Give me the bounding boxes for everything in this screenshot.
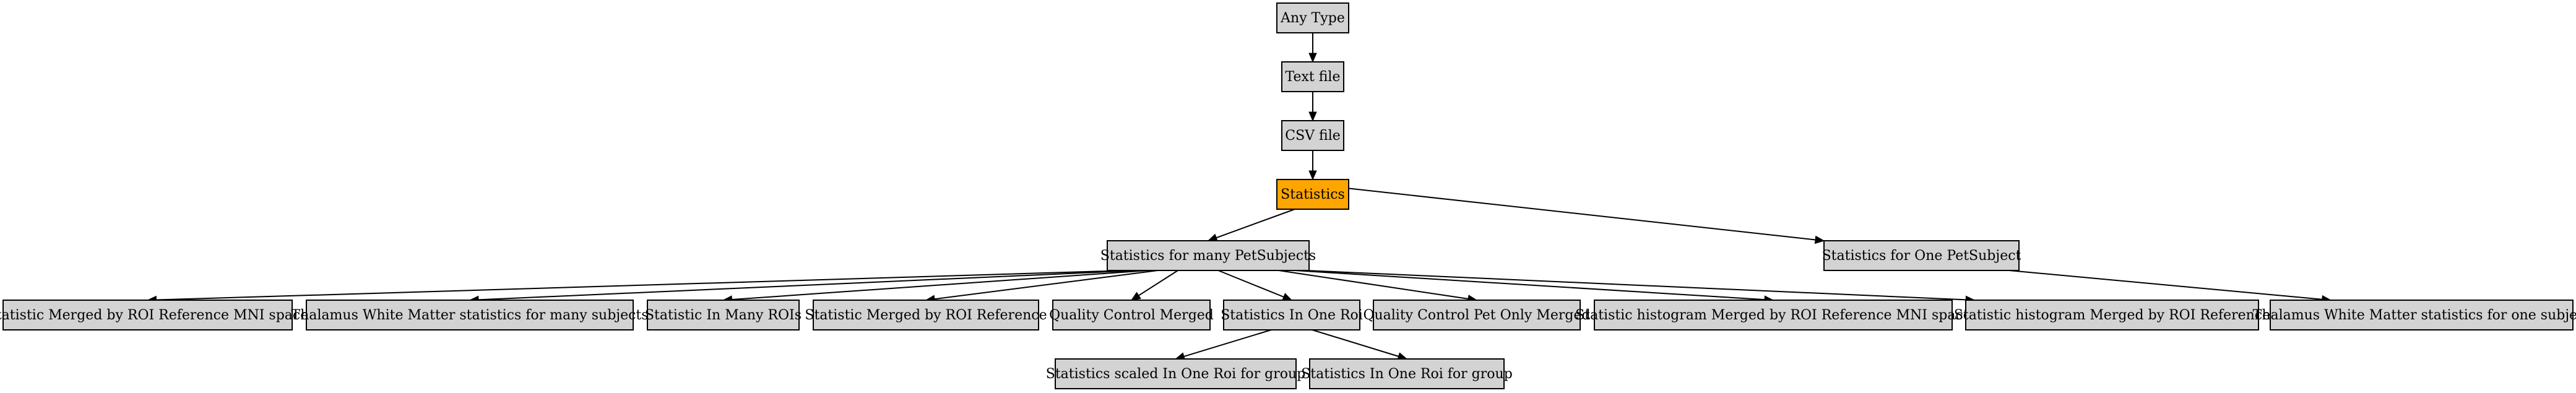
arrowhead-any_type-to-text_file <box>1308 53 1317 63</box>
node-box-stats_many_pet[interactable] <box>1107 240 1310 271</box>
node-stats_scaled_one_roi_group[interactable]: Statistics scaled In One Roi for group <box>1046 358 1305 389</box>
edge-stats_one_roi-to-stats_one_roi_group <box>1312 329 1399 357</box>
arrowhead-statistics-to-stats_one_pet <box>1814 235 1825 244</box>
edge-stats_many_pet-to-stats_one_roi <box>1217 270 1284 298</box>
edge-stats_many_pet-to-stat_merged_roi <box>934 270 1158 300</box>
node-box-stat_hist_merged_roi[interactable] <box>1965 300 2259 330</box>
edge-stats_many_pet-to-stat_hist_merged_roi_mni <box>1295 270 1765 301</box>
node-thalamus_wm_many[interactable]: Thalamus White Matter statistics for man… <box>291 300 649 330</box>
node-box-text_file[interactable] <box>1281 61 1344 92</box>
node-any_type[interactable]: Any Type <box>1276 2 1349 33</box>
node-stats_one_pet[interactable]: Statistics for One PetSubject <box>1822 240 2021 271</box>
node-box-stats_one_roi_group[interactable] <box>1309 358 1505 389</box>
node-stats_one_roi[interactable]: Statistics In One Roi <box>1221 300 1363 330</box>
edge-stats_one_pet-to-thalamus_wm_one <box>2009 270 2322 300</box>
node-stats_one_roi_group[interactable]: Statistics In One Roi for group <box>1301 358 1513 389</box>
node-label-thalamus_wm_one: Thalamus White Matter statistics for one… <box>2253 308 2576 323</box>
node-box-qc_pet_only_merged[interactable] <box>1373 300 1581 330</box>
edge-statistics-to-stats_many_pet <box>1216 209 1295 239</box>
node-box-statistics[interactable] <box>1276 179 1349 210</box>
arrowhead-stats_many_pet-to-qc_merged <box>1130 292 1141 301</box>
node-box-any_type[interactable] <box>1276 2 1349 33</box>
node-csv_file[interactable]: CSV file <box>1281 120 1344 151</box>
edge-stats_one_roi-to-stats_scaled_one_roi_group <box>1183 329 1272 357</box>
node-box-thalamus_wm_one[interactable] <box>2270 300 2574 330</box>
node-label-statistics: Statistics <box>1281 187 1345 202</box>
node-label-qc_merged: Quality Control Merged <box>1049 308 1214 323</box>
arrowhead-text_file-to-csv_file <box>1308 111 1317 122</box>
node-label-text_file: Text file <box>1286 69 1341 85</box>
node-label-stats_one_roi_group: Statistics In One Roi for group <box>1301 366 1513 382</box>
node-box-csv_file[interactable] <box>1281 120 1344 151</box>
node-label-any_type: Any Type <box>1280 11 1345 26</box>
node-label-stats_one_pet: Statistics for One PetSubject <box>1822 248 2021 264</box>
node-label-stat_merged_roi: Statistic Merged by ROI Reference <box>805 308 1047 323</box>
node-box-thalamus_wm_many[interactable] <box>306 300 634 330</box>
node-stat_hist_merged_roi_mni[interactable]: Statistic histogram Merged by ROI Refere… <box>1575 300 1971 330</box>
arrowhead-stats_many_pet-to-stats_one_roi <box>1282 293 1293 301</box>
node-box-stat_hist_merged_roi_mni[interactable] <box>1594 300 1953 330</box>
node-box-stats_one_pet[interactable] <box>1823 240 2020 271</box>
node-thalamus_wm_one[interactable]: Thalamus White Matter statistics for one… <box>2253 300 2576 330</box>
node-qc_merged[interactable]: Quality Control Merged <box>1049 300 1214 330</box>
edge-stats_many_pet-to-stat_hist_merged_roi <box>1305 270 1966 301</box>
node-stat_merged_roi[interactable]: Statistic Merged by ROI Reference <box>805 300 1047 330</box>
node-label-stats_many_pet: Statistics for many PetSubjects <box>1100 248 1316 264</box>
node-box-stat_merged_roi_mni[interactable] <box>2 300 293 330</box>
node-stat_many_rois[interactable]: Statistic In Many ROIs <box>645 300 802 330</box>
node-stat_merged_roi_mni[interactable]: Statistic Merged by ROI Reference MNI sp… <box>0 300 308 330</box>
node-stats_many_pet[interactable]: Statistics for many PetSubjects <box>1100 240 1316 271</box>
node-box-stats_scaled_one_roi_group[interactable] <box>1055 358 1297 389</box>
node-stat_hist_merged_roi[interactable]: Statistic histogram Merged by ROI Refere… <box>1954 300 2270 330</box>
edge-stats_many_pet-to-stat_merged_roi_mni <box>156 270 1128 301</box>
node-box-stat_many_rois[interactable] <box>647 300 800 330</box>
node-label-stat_merged_roi_mni: Statistic Merged by ROI Reference MNI sp… <box>0 308 308 323</box>
edge-statistics-to-stats_one_pet <box>1348 188 1816 241</box>
node-label-stat_hist_merged_roi_mni: Statistic histogram Merged by ROI Refere… <box>1575 308 1971 323</box>
arrowhead-csv_file-to-statistics <box>1308 170 1317 181</box>
node-label-stats_scaled_one_roi_group: Statistics scaled In One Roi for group <box>1046 366 1305 382</box>
node-label-stat_hist_merged_roi: Statistic histogram Merged by ROI Refere… <box>1954 308 2270 323</box>
edge-stats_many_pet-to-thalamus_wm_many <box>478 270 1138 301</box>
edge-stats_many_pet-to-qc_merged <box>1138 270 1178 296</box>
node-label-stats_one_roi: Statistics In One Roi <box>1221 308 1363 323</box>
node-label-qc_pet_only_merged: Quality Control Pet Only Merged <box>1363 308 1590 323</box>
edge-stats_many_pet-to-qc_pet_only_merged <box>1278 270 1469 300</box>
node-text_file[interactable]: Text file <box>1281 61 1344 92</box>
node-label-csv_file: CSV file <box>1285 128 1341 144</box>
node-box-qc_merged[interactable] <box>1052 300 1211 330</box>
node-qc_pet_only_merged[interactable]: Quality Control Pet Only Merged <box>1363 300 1591 330</box>
node-label-stat_many_rois: Statistic In Many ROIs <box>645 308 802 323</box>
edge-stats_many_pet-to-stat_many_rois <box>732 270 1148 301</box>
node-box-stat_merged_roi[interactable] <box>813 300 1039 330</box>
node-box-stats_one_roi[interactable] <box>1223 300 1360 330</box>
node-statistics[interactable]: Statistics <box>1276 179 1349 210</box>
node-label-thalamus_wm_many: Thalamus White Matter statistics for man… <box>291 308 648 323</box>
